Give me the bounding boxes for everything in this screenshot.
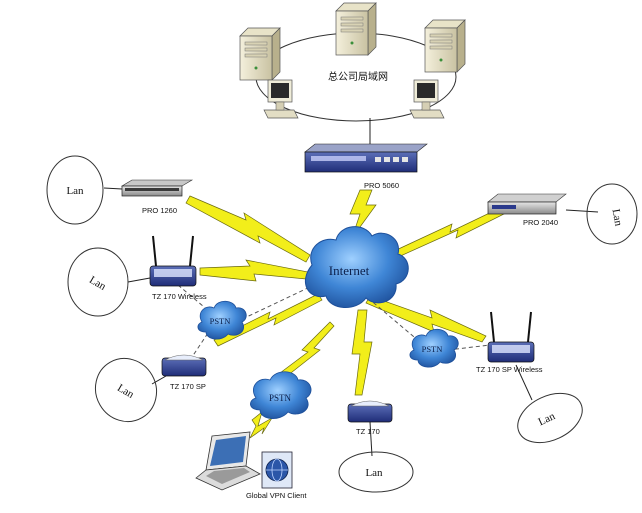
dialup-link-internet-right bbox=[367, 297, 421, 343]
workstation-icon bbox=[263, 79, 299, 119]
link-bolt-pro5060 bbox=[349, 189, 377, 239]
link-bolt-tz170spwireless bbox=[365, 295, 487, 343]
lan-wire-pro1260 bbox=[103, 187, 123, 190]
internet-cloud bbox=[305, 226, 409, 308]
link-bolt-tz170 bbox=[351, 309, 373, 396]
hq-lan-label: 总公司局域网 bbox=[328, 70, 388, 83]
pstn-right-label: PSTN bbox=[422, 344, 443, 354]
lan-label-pro2040: Lan bbox=[610, 208, 625, 227]
internet-label: Internet bbox=[329, 263, 370, 278]
pstn-cloud-right bbox=[409, 328, 459, 368]
lan-ellipse-pro1260 bbox=[46, 155, 104, 225]
workstation-icon bbox=[409, 79, 445, 119]
link-bolt-vpn bbox=[249, 411, 273, 439]
lan-label-pro1260: Lan bbox=[66, 185, 84, 197]
lan-label-tz170spwireless: Lan bbox=[536, 410, 557, 428]
lan-wire-tz170sp bbox=[151, 375, 167, 385]
lan-wire-tz170spwireless bbox=[515, 364, 533, 401]
server-icon bbox=[335, 2, 377, 56]
tz170wireless-label: TZ 170 Wireless bbox=[152, 292, 207, 301]
pstn-cloud-left bbox=[197, 300, 247, 340]
lan-label-tz170: Lan bbox=[365, 467, 383, 479]
tz170sp-label: TZ 170 SP bbox=[170, 382, 206, 391]
lan-label-tz170wireless: Lan bbox=[87, 274, 108, 293]
lan-wire-tz170wireless bbox=[127, 277, 151, 283]
lan-wire-pro2040 bbox=[565, 209, 599, 213]
lan-ellipse-pro2040 bbox=[586, 183, 638, 245]
pro2040-device bbox=[487, 193, 567, 215]
link-bolt-pro1260 bbox=[185, 195, 311, 263]
lan-ellipse-tz170sp bbox=[94, 357, 158, 423]
server-icon bbox=[424, 19, 466, 73]
tz170spwireless-label: TZ 170 SP Wireless bbox=[476, 365, 543, 374]
tz170spwireless-device bbox=[487, 311, 535, 363]
tz170wireless-device bbox=[149, 235, 197, 287]
pro1260-device bbox=[120, 179, 194, 197]
pstn-cloud-bottom bbox=[250, 371, 312, 419]
lan-ellipse-tz170spwireless bbox=[517, 392, 583, 444]
server-icon bbox=[239, 27, 281, 81]
lan-wire-tz170 bbox=[369, 421, 373, 457]
laptop-icon bbox=[195, 431, 261, 491]
pro2040-label: PRO 2040 bbox=[523, 218, 558, 227]
lan-ellipse-tz170wireless bbox=[67, 247, 129, 317]
vpn-client-logo-icon bbox=[261, 451, 293, 489]
tz170-label: TZ 170 bbox=[356, 427, 380, 436]
tz170sp-device bbox=[161, 354, 207, 377]
pro1260-label: PRO 1260 bbox=[142, 206, 177, 215]
link-bolt-pstn-bottom bbox=[275, 321, 335, 381]
vpnclient-label: Global VPN Client bbox=[246, 491, 307, 500]
link-bolt-tz170wireless bbox=[199, 259, 309, 282]
pstn-left-label: PSTN bbox=[210, 316, 231, 326]
link-bolt-pro2040 bbox=[391, 207, 505, 259]
lan-ellipse-tz170 bbox=[338, 451, 414, 493]
dialup-link-internet-left bbox=[235, 285, 313, 323]
pro5060-device bbox=[304, 143, 428, 173]
lan-label-tz170sp: Lan bbox=[115, 382, 136, 401]
pstn-bottom-label: PSTN bbox=[269, 393, 292, 403]
pro5060-label: PRO 5060 bbox=[364, 181, 399, 190]
tz170-device bbox=[347, 400, 393, 423]
